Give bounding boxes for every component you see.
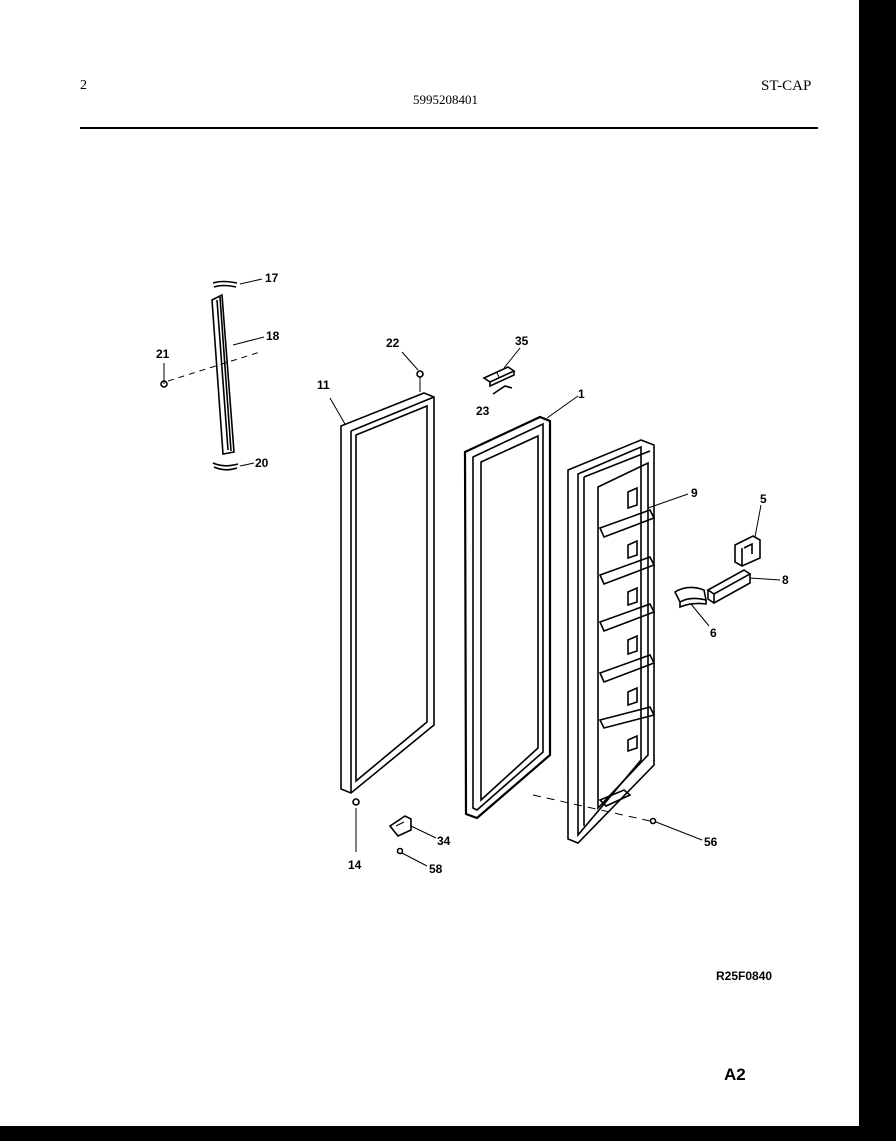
part-5-bracket bbox=[734, 535, 761, 567]
parts-diagram-sheet: 2 5995208401 ST-CAP bbox=[0, 0, 859, 1126]
callout-14: 14 bbox=[348, 858, 362, 872]
part-56-pin bbox=[532, 794, 703, 841]
callout-9: 9 bbox=[691, 486, 698, 500]
callout-35: 35 bbox=[515, 334, 529, 348]
callout-20: 20 bbox=[255, 456, 269, 470]
part-6-bracket bbox=[673, 586, 708, 609]
part-1-gasket bbox=[463, 415, 552, 820]
part-18-handle-strip bbox=[211, 293, 235, 455]
callout-21: 21 bbox=[156, 347, 170, 361]
part-22-screw bbox=[401, 351, 424, 392]
exploded-door-diagram: 17 18 21 20 22 11 35 23 1 9 5 8 6 14 34 … bbox=[156, 271, 789, 876]
page-number: 2 bbox=[80, 78, 87, 93]
part-20-bottom-cap bbox=[212, 462, 239, 471]
callout-18: 18 bbox=[266, 329, 280, 343]
part-17-top-cap bbox=[212, 280, 238, 288]
callout-22: 22 bbox=[386, 336, 400, 350]
callout-56: 56 bbox=[704, 835, 718, 849]
part-21-screw bbox=[160, 351, 261, 388]
part-58-screw bbox=[396, 847, 428, 867]
callout-23: 23 bbox=[476, 404, 490, 418]
header-rule bbox=[80, 127, 818, 129]
part-35-hinge bbox=[482, 366, 516, 388]
callout-8: 8 bbox=[782, 573, 789, 587]
callout-5: 5 bbox=[760, 492, 767, 506]
callout-17: 17 bbox=[265, 271, 279, 285]
callout-11: 11 bbox=[317, 378, 330, 392]
part-number: 5995208401 bbox=[413, 92, 478, 107]
callout-58: 58 bbox=[429, 862, 443, 876]
drawing-reference: R25F0840 bbox=[716, 969, 773, 983]
part-23-screw bbox=[492, 385, 513, 395]
callout-6: 6 bbox=[710, 626, 717, 640]
model-code: ST-CAP bbox=[761, 78, 812, 94]
page-code: A2 bbox=[724, 1065, 746, 1084]
callout-1: 1 bbox=[578, 387, 585, 401]
part-9-door-liner bbox=[567, 439, 656, 844]
part-11-door-panel bbox=[340, 392, 435, 794]
part-8-bar bbox=[706, 569, 752, 605]
callout-34: 34 bbox=[437, 834, 451, 848]
part-34-hinge bbox=[388, 815, 412, 837]
part-14-screw bbox=[352, 798, 360, 852]
